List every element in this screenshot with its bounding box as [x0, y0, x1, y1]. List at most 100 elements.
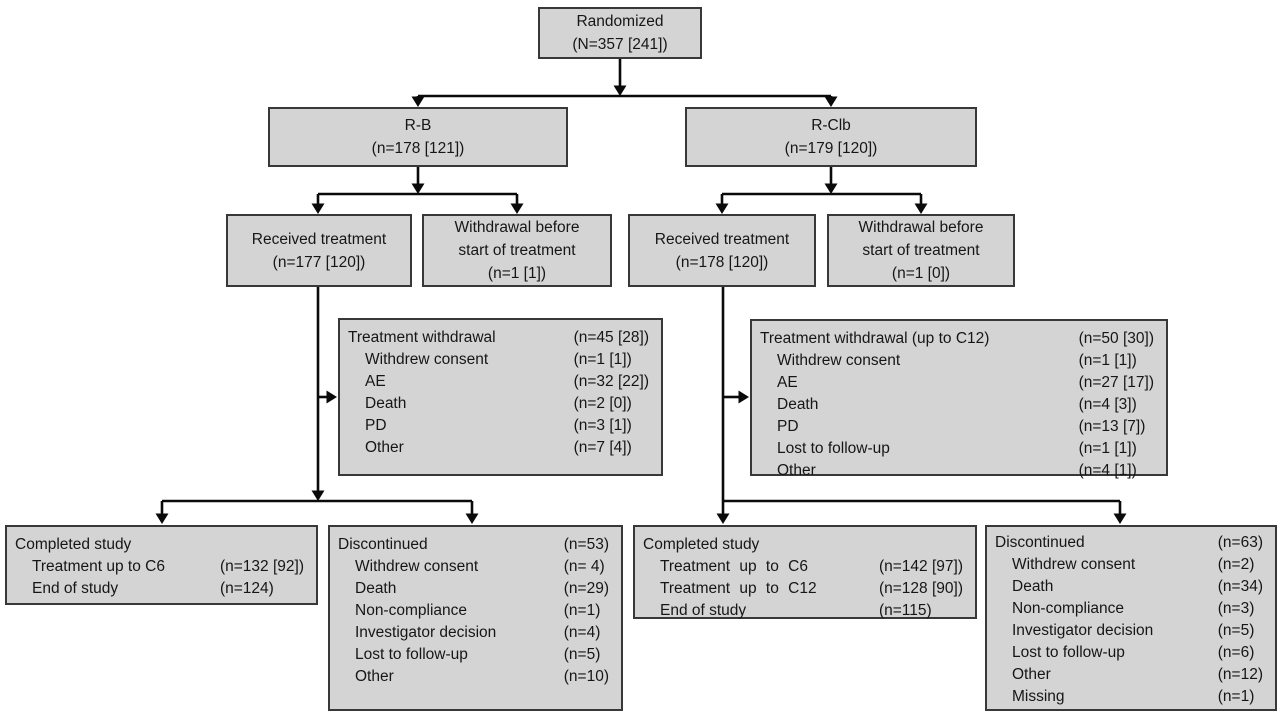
box-arm-rb-title: R-B — [404, 117, 432, 134]
row-value: (n=1) — [1217, 688, 1255, 705]
withdrawal-before-rb-count: (n=1 [1]) — [487, 265, 547, 282]
row-value: (n=7 [4]) — [573, 439, 632, 456]
row-label: Death — [365, 395, 407, 412]
row-label: Investigator decision — [1012, 622, 1154, 639]
row-value: (n=29) — [563, 580, 609, 597]
box-arm-rb: R-B (n=178 [121]) — [268, 107, 568, 167]
arrowhead-down — [914, 203, 928, 214]
row-value: (n=53) — [563, 536, 609, 553]
box-withdrawal-before-treatment-rb: Withdrawal before start of treatment (n=… — [422, 214, 612, 287]
row-value: (n=32 [22]) — [573, 373, 649, 390]
row-label: Withdrew consent — [365, 351, 489, 368]
row-value: (n=5) — [563, 646, 601, 663]
box-randomized-title: Randomized — [576, 13, 664, 30]
box-treatment-withdrawal-rb: Treatment withdrawal(n=45 [28]) Withdrew… — [338, 318, 663, 476]
box-completed-study-rclb-title: Completed study — [643, 536, 760, 553]
row-value: (n=5) — [1217, 622, 1255, 639]
row-value: (n=34) — [1217, 578, 1263, 595]
withdrawal-before-rclb-line1: Withdrawal before — [858, 219, 984, 236]
box-randomized-count: (N=357 [241]) — [572, 36, 668, 53]
box-received-treatment-rclb-count: (n=178 [120]) — [675, 253, 769, 271]
row-value: (n=12) — [1217, 666, 1263, 683]
row-value: (n=3) — [1217, 600, 1255, 617]
row-label: Other — [777, 462, 816, 479]
row-label: End of study — [660, 602, 747, 619]
row-value: (n=1 [1]) — [1078, 352, 1137, 369]
arrowhead-down — [311, 203, 325, 214]
row-label: Death — [777, 396, 819, 413]
row-value: (n=10) — [563, 668, 609, 685]
box-randomized: Randomized (N=357 [241]) — [538, 7, 702, 59]
row-value: (n=3 [1]) — [573, 417, 632, 434]
row-label: End of study — [32, 580, 119, 597]
row-value: (n=115) — [878, 602, 932, 619]
withdrawal-before-rb-line2: start of treatment — [458, 242, 576, 259]
row-value: (n=132 [92]) — [219, 558, 304, 575]
box-completed-study-rb: Completed study Treatment up to C6(n=132… — [5, 525, 318, 605]
box-discontinued-rclb: Discontinued (n=63) Withdrew consent (n=2)… — [985, 525, 1277, 711]
withdrawal-before-rclb-line2: start of treatment — [862, 242, 980, 259]
box-discontinued-rb: Discontinued (n=53) Withdrew consent (n= 4… — [328, 525, 623, 711]
box-received-treatment-rb-title: Received treatment — [251, 230, 387, 248]
row-value: (n=4 [3]) — [1078, 396, 1137, 413]
row-label: Non-compliance — [355, 602, 467, 619]
arrowhead-down — [311, 490, 325, 501]
box-completed-study-rclb: Completed study Treatment up to C6 (n=142… — [633, 525, 977, 619]
row-value: (n=2) — [1217, 556, 1255, 573]
box-withdrawal-before-treatment-rclb: Withdrawal before start of treatment (n=… — [827, 214, 1015, 287]
box-received-treatment-rclb-title: Received treatment — [654, 230, 790, 248]
row-value: (n=6) — [1217, 644, 1255, 661]
row-value: (n=2 [0]) — [573, 395, 632, 412]
row-value: (n=124) — [219, 580, 274, 597]
row-value: (n= 4) — [563, 558, 605, 575]
row-label: Lost to follow-up — [1012, 644, 1125, 661]
arrowhead-down — [1113, 513, 1127, 524]
row-value: (n=50 [30]) — [1078, 330, 1154, 347]
row-value: (n=142 [97]) — [878, 558, 963, 575]
arrowhead-down — [411, 183, 425, 194]
box-received-treatment-rclb: Received treatment (n=178 [120]) — [628, 214, 816, 287]
arrowhead-right — [326, 390, 337, 404]
withdrawal-before-rb-line1: Withdrawal before — [454, 219, 580, 236]
arrowhead-right — [738, 390, 749, 404]
row-value: (n=1 [1]) — [1078, 440, 1137, 457]
box-treatment-withdrawal-rclb: Treatment withdrawal (up to C12) (n=50 [3… — [750, 319, 1168, 479]
row-label: AE — [777, 374, 798, 391]
arrowhead-down — [715, 203, 729, 214]
arrowhead-down — [411, 96, 425, 107]
row-value: (n=4) — [563, 624, 601, 641]
row-label: AE — [365, 373, 386, 390]
arrowhead-down — [155, 513, 169, 524]
arrowhead-down — [465, 513, 479, 524]
row-label: Treatment withdrawal (up to C12) — [760, 330, 990, 347]
row-label: Non-compliance — [1012, 600, 1124, 617]
row-value: (n=1 [1]) — [573, 351, 632, 368]
row-label: Withdrew consent — [777, 352, 901, 369]
row-value: (n=4 [1]) — [1078, 462, 1137, 479]
row-label: Other — [365, 439, 404, 456]
row-label: PD — [365, 417, 387, 434]
arrowhead-down — [613, 85, 627, 96]
box-received-treatment-rb-count: (n=177 [120]) — [272, 253, 366, 271]
row-label: Lost to follow-up — [777, 440, 890, 457]
arrowhead-down — [716, 513, 730, 524]
box-arm-rclb-title: R-Clb — [811, 117, 851, 134]
row-label: Discontinued — [995, 534, 1085, 551]
arrowhead-down — [824, 96, 838, 107]
box-completed-study-rb-title: Completed study — [15, 536, 132, 553]
row-value: (n=128 [90]) — [878, 580, 963, 597]
row-value: (n=1) — [563, 602, 601, 619]
box-arm-rclb-count: (n=179 [120]) — [784, 140, 878, 157]
row-label: Other — [355, 668, 394, 685]
row-value: (n=63) — [1217, 534, 1263, 551]
row-label: Discontinued — [338, 536, 428, 553]
row-label: Missing — [1012, 688, 1065, 705]
row-value: (n=27 [17]) — [1078, 374, 1154, 391]
row-label: Treatment up to C12 — [660, 580, 817, 597]
row-label: Withdrew consent — [355, 558, 479, 575]
row-label: Treatment up to C6 — [660, 558, 808, 575]
row-label: Withdrew consent — [1012, 556, 1136, 573]
row-label: PD — [777, 418, 799, 435]
